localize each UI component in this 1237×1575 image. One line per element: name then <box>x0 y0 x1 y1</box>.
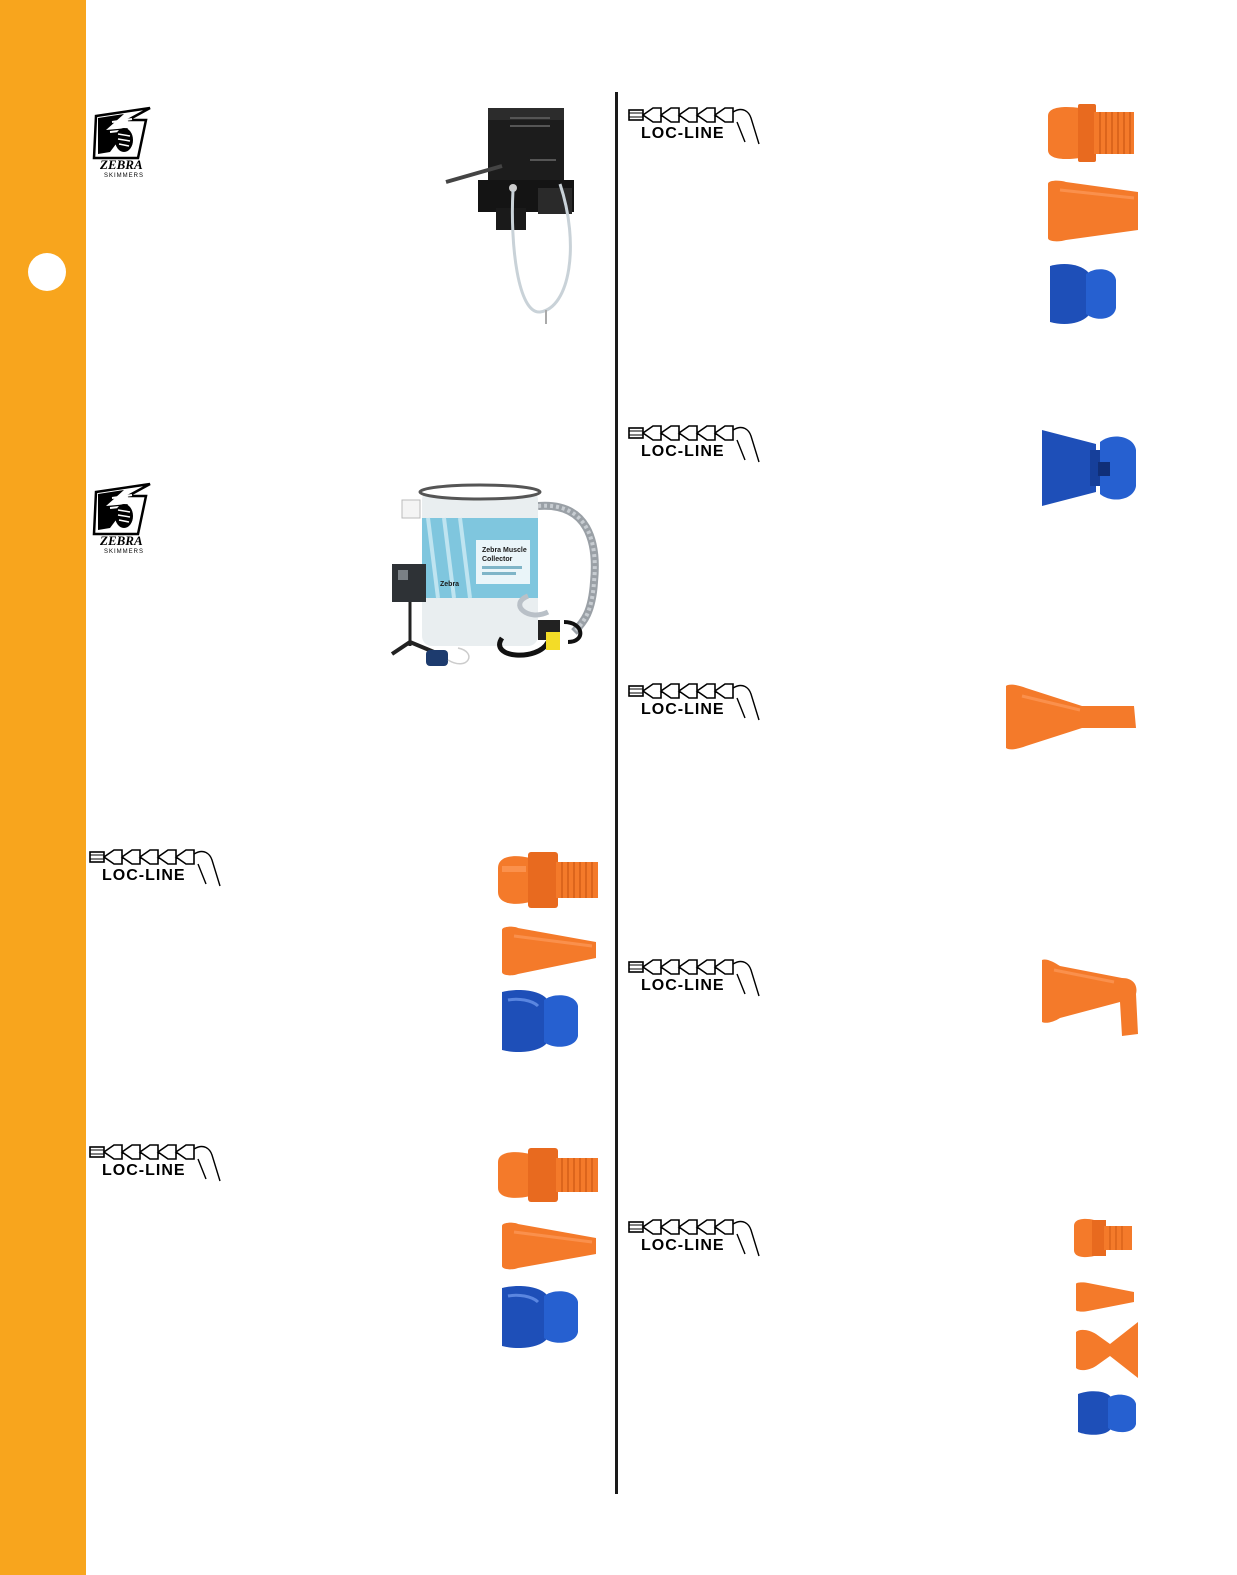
skimmer-unit-image <box>445 108 574 324</box>
locline-logo: LOC-LINE <box>628 1219 760 1257</box>
locline-logo: LOC-LINE <box>628 425 760 463</box>
locline-logo: LOC-LINE <box>628 959 760 997</box>
fan-nozzle-image <box>1076 1322 1138 1378</box>
muscle-collector-image: Zebra Muscle Collector Zebra <box>390 483 599 666</box>
zebra-logo: ZEBRA SKIMMERS <box>92 106 151 179</box>
connector-segment-image <box>1050 264 1116 324</box>
column-divider <box>615 92 618 1494</box>
collector-label-title-1: Zebra Muscle <box>482 547 527 554</box>
section-tab-dot <box>28 253 66 291</box>
connector-segment-image <box>502 1286 578 1348</box>
zebra-logo: ZEBRA SKIMMERS <box>92 482 151 555</box>
flat-fan-nozzle-image <box>1042 430 1136 506</box>
round-nozzle-image <box>1048 180 1138 242</box>
zebra-brand-tagline: SKIMMERS <box>104 173 144 179</box>
locline-logo: LOC-LINE <box>89 849 221 887</box>
zebra-brand-name: ZEBRA <box>99 533 143 548</box>
zebra-brand-tagline: SKIMMERS <box>104 549 144 555</box>
collector-label-brand: Zebra <box>440 581 459 588</box>
connector-segment-image <box>502 990 578 1052</box>
zebra-brand-name: ZEBRA <box>99 157 143 172</box>
locline-brand-name: LOC-LINE <box>641 125 725 142</box>
small-round-nozzle-image <box>1076 1282 1134 1312</box>
locline-brand-name: LOC-LINE <box>641 443 725 460</box>
locline-logo: LOC-LINE <box>89 1144 221 1182</box>
round-nozzle-image <box>502 1222 596 1270</box>
locline-brand-name: LOC-LINE <box>102 1162 186 1179</box>
orange-sidebar <box>0 0 86 1575</box>
collector-label-title-2: Collector <box>482 556 513 563</box>
male-npt-connector-image <box>498 1148 598 1202</box>
locline-logo: LOC-LINE <box>628 107 760 145</box>
round-nozzle-image <box>502 926 596 976</box>
locline-brand-name: LOC-LINE <box>102 867 186 884</box>
long-round-nozzle-image <box>1006 684 1136 750</box>
locline-brand-name: LOC-LINE <box>641 701 725 718</box>
male-npt-connector-image <box>1048 104 1134 162</box>
male-npt-connector-image <box>498 852 598 908</box>
angled-nozzle-image <box>1042 959 1138 1036</box>
locline-brand-name: LOC-LINE <box>641 977 725 994</box>
locline-brand-name: LOC-LINE <box>641 1237 725 1254</box>
small-blue-connector-image <box>1078 1391 1136 1435</box>
locline-logo: LOC-LINE <box>628 683 760 721</box>
small-connector-image <box>1074 1218 1132 1258</box>
